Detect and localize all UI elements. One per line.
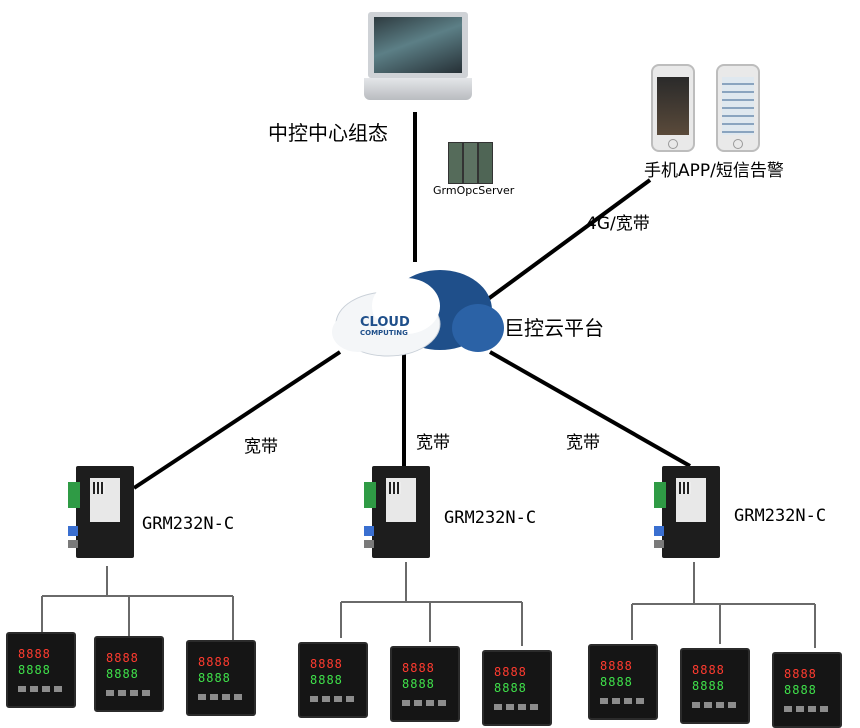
opc-server-icon: [448, 142, 493, 184]
bus-tree-1: [41, 566, 234, 640]
broadband-label-3: 宽带: [566, 433, 600, 453]
phone-app-icon: [651, 64, 695, 152]
cloud-computing-text: CLOUD COMPUTING: [360, 315, 410, 337]
gateway-device-3: [654, 466, 722, 558]
central-control-label: 中控中心组态: [268, 121, 388, 145]
link-mobile-to-cloud: [482, 178, 652, 304]
broadband-label-2: 宽带: [416, 433, 450, 453]
gateway-model-1: GRM232N-C: [142, 514, 235, 534]
phone-sms-icon: [716, 64, 760, 152]
gateway-device-2: [364, 466, 432, 558]
link-cloud-to-gateway-1: [132, 350, 342, 490]
broadband-label-1: 宽带: [244, 437, 278, 457]
scada-screen: [374, 17, 462, 73]
gateway-model-3: GRM232N-C: [734, 506, 827, 526]
gateway-model-2: GRM232N-C: [444, 508, 537, 528]
mobile-alert-label: 手机APP/短信告警: [644, 161, 784, 181]
cloud-icon: [332, 270, 504, 357]
gateway-device-1: [68, 466, 136, 558]
cloud-platform-label: 巨控云平台: [504, 316, 604, 340]
bus-tree-3: [631, 562, 816, 648]
link-4g-label: 4G/宽带: [586, 214, 650, 234]
opc-server-label: GrmOpcServer: [433, 184, 515, 197]
laptop-scada-workstation: [364, 12, 472, 104]
bus-tree-2: [340, 562, 523, 646]
link-cloud-to-gateway-3: [489, 350, 691, 468]
